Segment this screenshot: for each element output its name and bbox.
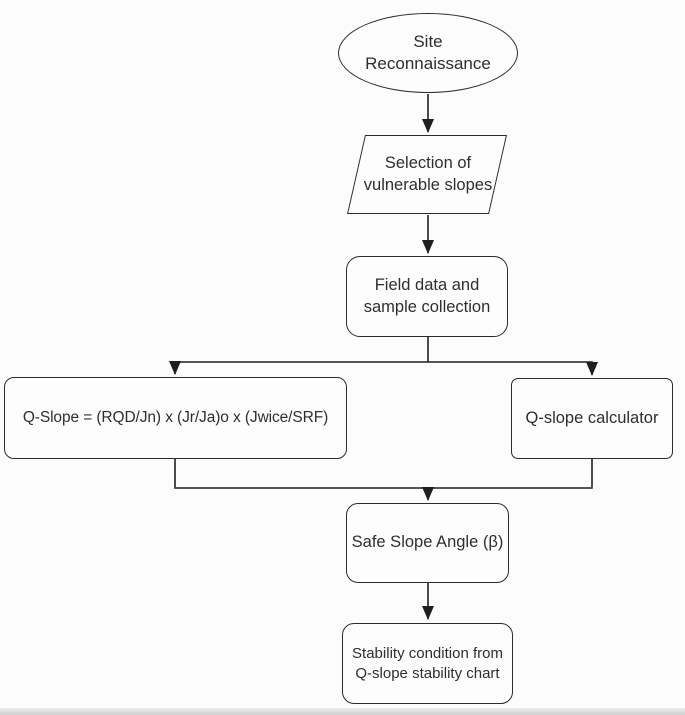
node-q-slope-calculator: Q-slope calculator bbox=[511, 378, 673, 459]
node-safe-slope-angle-label: Safe Slope Angle (β) bbox=[351, 533, 504, 552]
node-site-reconnaissance-label: Site Reconnaissance bbox=[365, 32, 491, 73]
node-q-slope-formula-label: Q-Slope = (RQD/Jn) x (Jr/Ja)o x (Jwice/S… bbox=[22, 409, 329, 427]
node-site-reconnaissance: Site Reconnaissance bbox=[338, 13, 518, 93]
scan-edge-artifact bbox=[0, 708, 685, 715]
node-safe-slope-angle: Safe Slope Angle (β) bbox=[346, 503, 509, 583]
node-field-data-collection: Field data and sample collection bbox=[346, 256, 508, 337]
node-stability-condition-label: Stability condition from Q-slope stabili… bbox=[352, 645, 503, 682]
node-q-slope-formula: Q-Slope = (RQD/Jn) x (Jr/Ja)o x (Jwice/S… bbox=[4, 377, 347, 459]
node-selection-of-vulnerable-slopes-label: Selection of vulnerable slopes bbox=[363, 154, 493, 194]
node-field-data-collection-label: Field data and sample collection bbox=[363, 276, 491, 316]
node-q-slope-calculator-label: Q-slope calculator bbox=[525, 408, 659, 427]
node-stability-condition: Stability condition from Q-slope stabili… bbox=[342, 623, 513, 704]
node-selection-label-overlay: Selection of vulnerable slopes bbox=[352, 135, 504, 214]
